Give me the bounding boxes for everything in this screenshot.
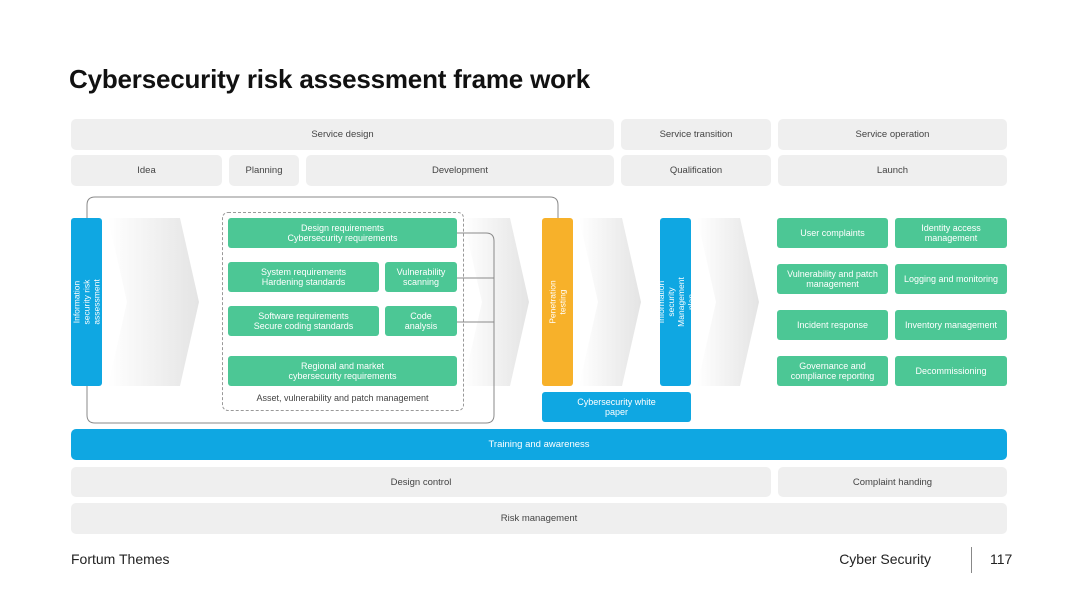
regional-requirements-box: Regional and market cybersecurity requir… <box>228 356 457 386</box>
stage-idea: Idea <box>71 155 222 186</box>
risk-management-band: Risk management <box>71 503 1007 534</box>
page-title: Cybersecurity risk assessment frame work <box>69 64 590 94</box>
management-plan-bar: Information security Management plan <box>656 218 696 386</box>
risk-assessment-bar: Information security risk assessment <box>71 218 102 386</box>
penetration-testing-label: Penetration testing <box>547 280 568 324</box>
design-requirements-box: Design requirements Cybersecurity requir… <box>228 218 457 248</box>
chevron-arrow-1 <box>108 218 199 386</box>
chevron-arrow-3 <box>579 218 641 386</box>
vulnerability-scanning-box: Vulnerability scanning <box>385 262 457 292</box>
code-analysis-box: Code analysis <box>385 306 457 336</box>
page-number: 117 <box>990 551 1013 567</box>
phase-service-transition: Service transition <box>621 119 771 150</box>
stage-qualification: Qualification <box>621 155 771 186</box>
chevron-arrow-4 <box>697 218 759 386</box>
footer-brand: Fortum Themes <box>71 551 170 567</box>
software-requirements-box: Software requirements Secure coding stan… <box>228 306 379 336</box>
stage-development: Development <box>306 155 614 186</box>
design-control-band: Design control <box>71 467 771 497</box>
white-paper-box: Cybersecurity white paper <box>542 392 691 422</box>
op-vulnerability-patch: Vulnerability and patch management <box>777 264 888 294</box>
development-group <box>222 212 464 411</box>
op-inventory-management: Inventory management <box>895 310 1007 340</box>
chevron-arrow-2 <box>463 218 529 386</box>
risk-assessment-label: Information security risk assessment <box>71 279 102 325</box>
op-incident-response: Incident response <box>777 310 888 340</box>
op-decommissioning: Decommissioning <box>895 356 1007 386</box>
management-plan-label: Information security Management plan <box>655 277 696 327</box>
op-user-complaints: User complaints <box>777 218 888 248</box>
op-identity-access: Identity access management <box>895 218 1007 248</box>
penetration-testing-bar: Penetration testing <box>542 218 573 386</box>
footer-divider <box>971 547 972 573</box>
training-awareness-band: Training and awareness <box>71 429 1007 460</box>
op-governance-compliance: Governance and compliance reporting <box>777 356 888 386</box>
loop-frame <box>86 196 559 218</box>
phase-service-operation: Service operation <box>778 119 1007 150</box>
stage-planning: Planning <box>229 155 299 186</box>
op-logging-monitoring: Logging and monitoring <box>895 264 1007 294</box>
footer-topic: Cyber Security <box>839 551 931 567</box>
asset-management-caption: Asset, vulnerability and patch managemen… <box>256 393 429 403</box>
phase-service-design: Service design <box>71 119 614 150</box>
complaint-handling-band: Complaint handing <box>778 467 1007 497</box>
stage-launch: Launch <box>778 155 1007 186</box>
system-requirements-box: System requirements Hardening standards <box>228 262 379 292</box>
